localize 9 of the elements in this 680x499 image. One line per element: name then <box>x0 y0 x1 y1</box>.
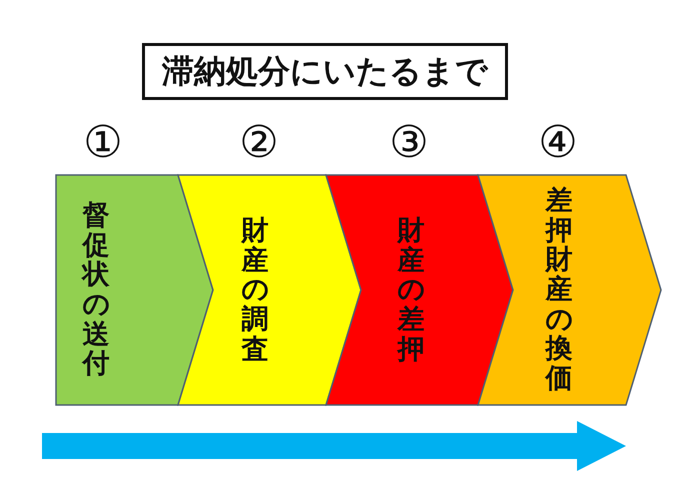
step-number: ② <box>239 118 279 168</box>
step-number: ④ <box>538 118 578 168</box>
step-number: ③ <box>389 118 429 168</box>
step-label: 財産の調査 <box>242 216 268 364</box>
diagram-title: 滞納処分にいたるまで <box>142 43 508 100</box>
step-label: 財産の差押 <box>398 216 424 364</box>
step-label: 差押財産の換価 <box>546 186 572 394</box>
step-label: 督促状の送付 <box>82 200 110 380</box>
step-number: ① <box>83 118 123 168</box>
